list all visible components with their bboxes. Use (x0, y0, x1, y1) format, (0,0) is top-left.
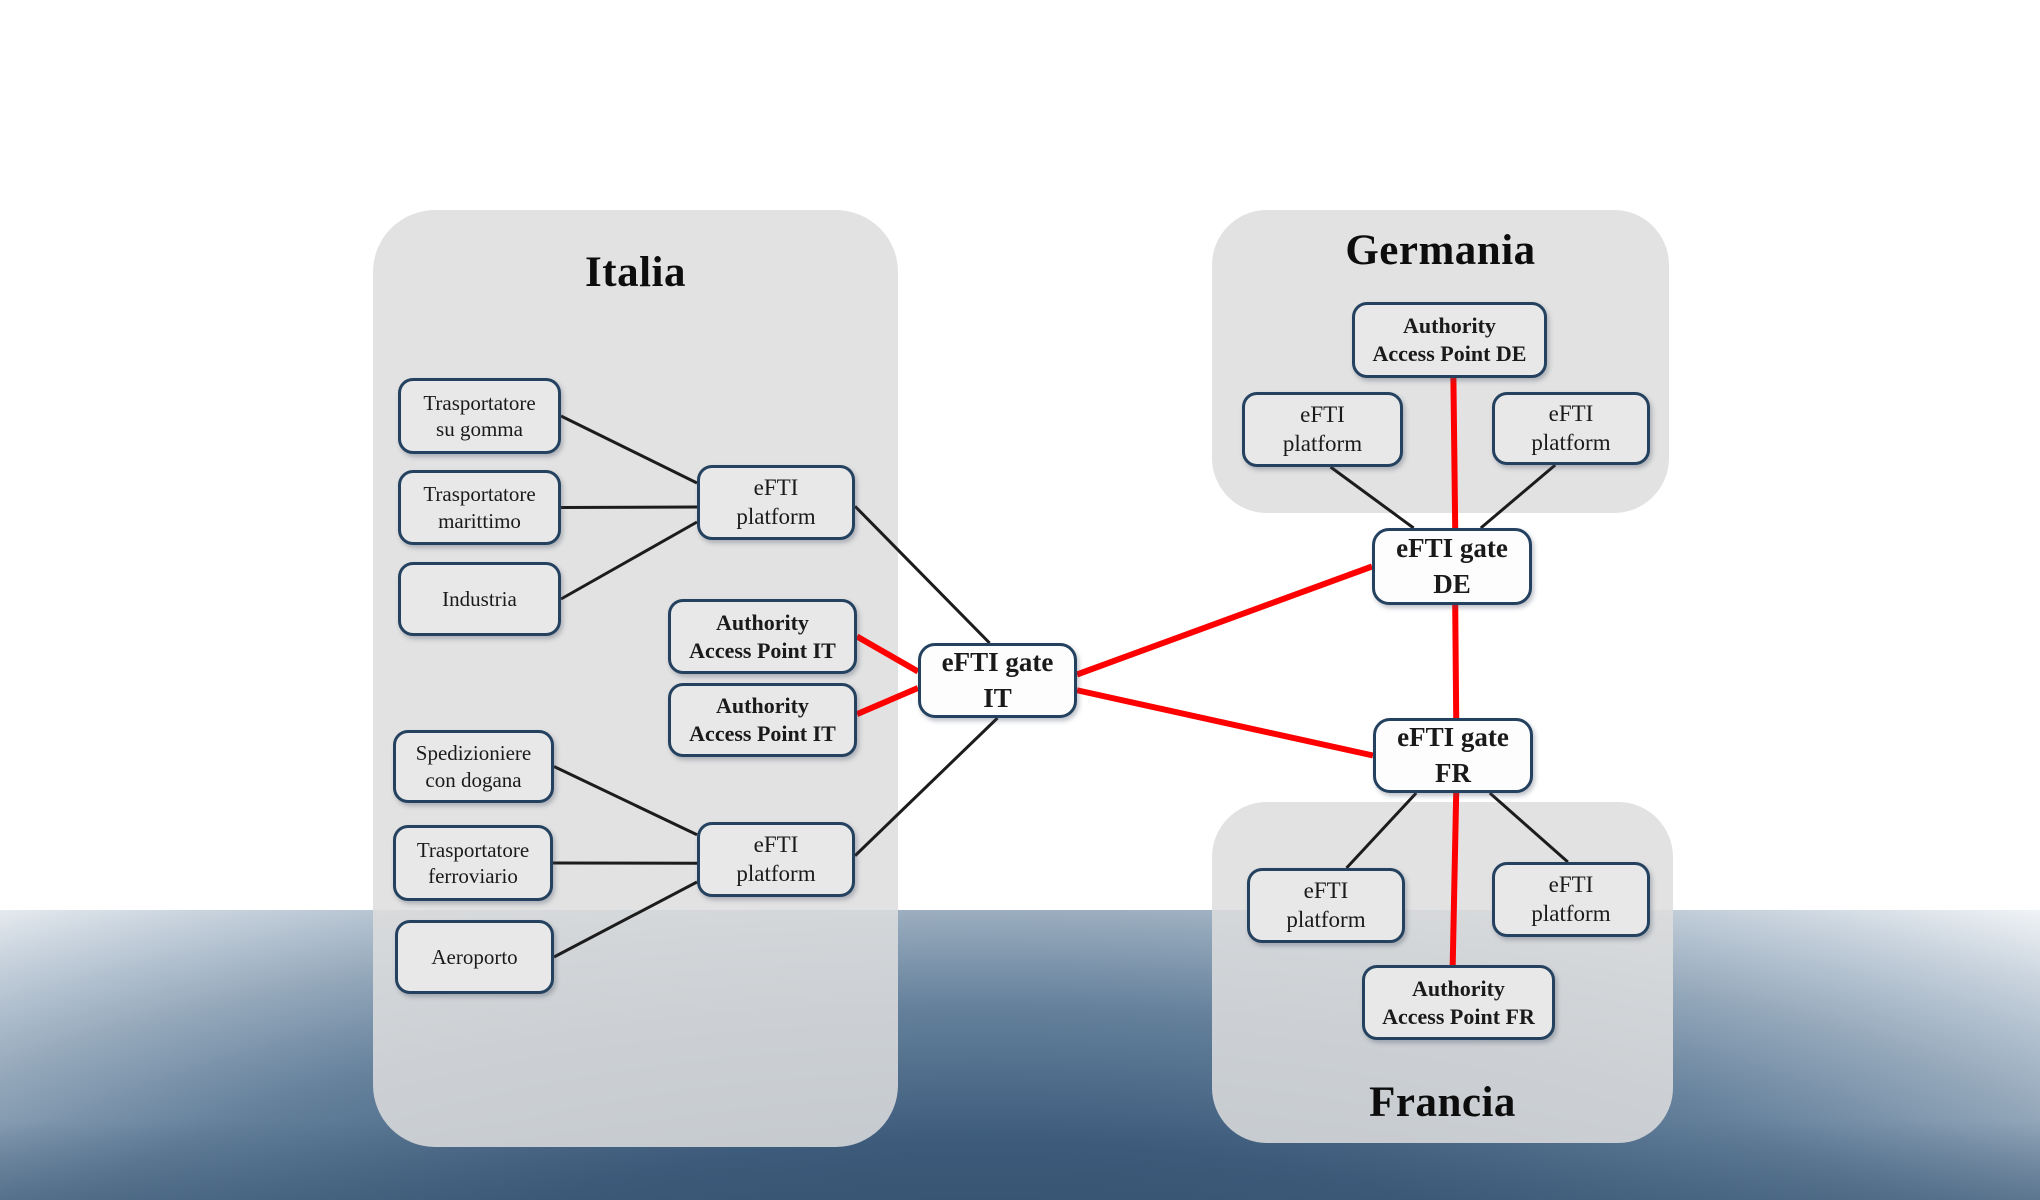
edge-gate_it-gate_fr (1076, 687, 1374, 759)
region-title-francia: Francia (1369, 1079, 1516, 1126)
node-efti-platform-fr-2: eFTI platform (1492, 862, 1650, 937)
edge-aap_de-gate_de (1450, 377, 1459, 529)
edge-gate_fr-aap_fr (1449, 792, 1460, 966)
node-efti-platform-de-2: eFTI platform (1492, 392, 1650, 465)
node-efti-platform-it-1: eFTI platform (697, 465, 855, 540)
edge-gate_fr-platform_fr_2 (1488, 791, 1569, 864)
node-efti-gate-de: eFTI gate DE (1372, 528, 1532, 605)
horizon-gradient-background (0, 910, 2040, 1200)
edge-industria-platform_it_1 (560, 520, 698, 601)
node-efti-platform-de-1: eFTI platform (1242, 392, 1403, 467)
node-efti-gate-it: eFTI gate IT (918, 643, 1077, 718)
node-aeroporto: Aeroporto (395, 920, 554, 994)
node-spedizioniere-con-dogana: Spedizioniere con dogana (393, 730, 554, 803)
node-trasportatore-marittimo: Trasportatore marittimo (398, 470, 561, 545)
node-efti-gate-fr: eFTI gate FR (1373, 718, 1533, 793)
node-authority-access-point-fr: Authority Access Point FR (1362, 965, 1555, 1040)
node-efti-platform-it-2: eFTI platform (697, 822, 855, 897)
node-authority-access-point-de: Authority Access Point DE (1352, 302, 1547, 378)
node-efti-platform-fr-1: eFTI platform (1247, 868, 1405, 943)
edge-gate_it-gate_de (1075, 563, 1374, 678)
node-authority-access-point-it-2: Authority Access Point IT (668, 683, 857, 757)
edge-aap_it_1-gate_it (855, 633, 920, 675)
edge-gate_fr-platform_fr_1 (1345, 791, 1418, 870)
edge-aap_it_2-gate_it (855, 685, 920, 717)
edge-t_gomma-platform_it_1 (560, 414, 698, 485)
edge-platform_de_2-gate_de (1479, 463, 1557, 530)
node-trasportatore-ferroviario: Trasportatore ferroviario (393, 825, 553, 901)
edge-spedizioniere-platform_it_2 (553, 765, 698, 837)
edge-platform_it_1-gate_it (853, 505, 991, 645)
region-title-germania: Germania (1345, 227, 1536, 274)
node-authority-access-point-it-1: Authority Access Point IT (668, 599, 857, 674)
edge-aeroporto-platform_it_2 (553, 880, 698, 959)
region-title-italia: Italia (585, 249, 686, 296)
edge-platform_de_1-gate_de (1329, 465, 1415, 530)
edge-gate_de-gate_fr (1452, 604, 1460, 719)
node-trasportatore-su-gomma: Trasportatore su gomma (398, 378, 561, 454)
edge-t_marittimo-platform_it_1 (560, 505, 698, 509)
node-industria: Industria (398, 562, 561, 636)
edge-gate_it-platform_it_2 (853, 716, 999, 857)
